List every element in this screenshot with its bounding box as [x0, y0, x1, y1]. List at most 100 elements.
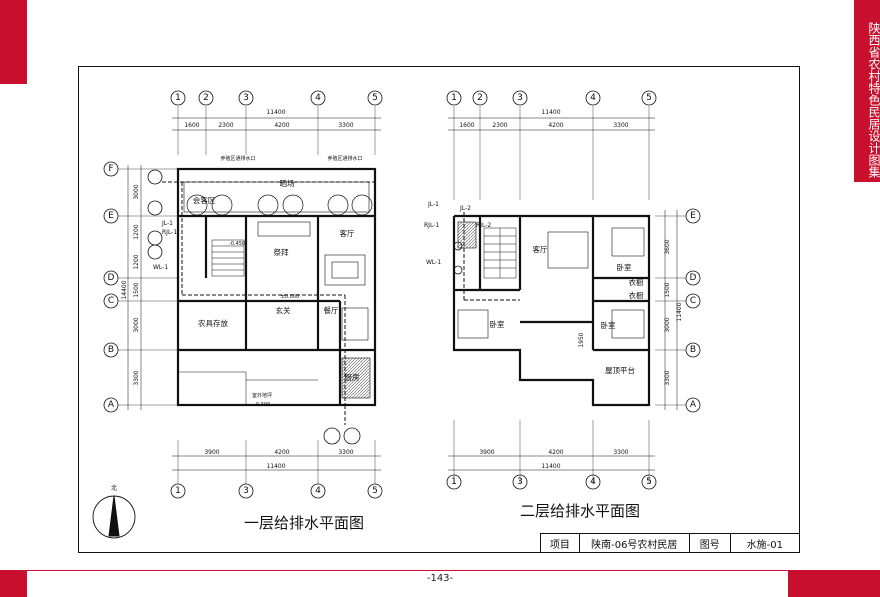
plan1-axis-top-3: 3 [243, 93, 249, 103]
plan2-dim-bottom-total: 11400 [541, 463, 560, 470]
plan2-axis-top-3: 3 [517, 93, 523, 103]
plan1-axis-left-B: B [108, 345, 114, 355]
title-block-label-project: 项目 [541, 534, 580, 553]
plan1-room-meeting: 会客区 [193, 195, 216, 205]
bottom-rule [27, 570, 788, 571]
plan2-axis-right-C: C [690, 296, 696, 306]
plan1-room-kitchen: 厨房 [345, 372, 360, 382]
plan2-axis-right-D: D [690, 273, 697, 283]
plan2-furniture [457, 221, 645, 339]
plan1-dim-bottom-2: 4200 [274, 449, 289, 456]
plan1-elev-bath: -0.450 [229, 241, 245, 247]
plan2-dim-right-4: 3300 [664, 370, 671, 385]
plan2-pipes [463, 212, 520, 301]
plan1-axis-left-A: A [108, 400, 115, 410]
plan1-pipe-wl1: WL-1 [153, 264, 168, 271]
title-block: 项目 陕南-06号农村民居 图号 水施-01 [540, 533, 800, 553]
plan2-axis-bottom-3: 3 [517, 477, 523, 487]
plan2-pipe-jl2: JL-2 [459, 205, 471, 212]
plan2-dim-top-2: 2300 [492, 122, 507, 129]
red-corner-bottom-right [788, 570, 880, 597]
plan2-axis-top-5: 5 [646, 93, 652, 103]
plan1-risers [147, 169, 361, 445]
plan2-dim-bottom-3: 3300 [613, 449, 628, 456]
plan2-pipe-jl1: JL-1 [427, 201, 439, 208]
plan1-dim-top-2: 2300 [218, 122, 233, 129]
plan1-title: 一层给排水平面图 [244, 514, 365, 532]
sidebar-title: 陕西省农村特色民居设计图集 [867, 22, 880, 178]
plan2-dim-top-4: 3300 [613, 122, 628, 129]
plan1-axis-left [103, 161, 178, 413]
plan1-axis-top [170, 90, 383, 155]
plan2-axis-right-B: B [690, 345, 696, 355]
north-label: 北 [111, 484, 117, 492]
plan1-axis-left-D: D [108, 273, 115, 283]
plan2-room-living: 客厅 [533, 244, 548, 254]
plan2-axis-right-E: E [690, 211, 696, 221]
plan1-stair [211, 239, 245, 277]
plan1-walls [176, 167, 377, 407]
plan1-furniture [257, 221, 371, 399]
plan1-axis-top-4: 4 [315, 93, 321, 103]
plan1-room-storage: 农具存放 [198, 318, 228, 328]
plan1-axis-left-F: F [108, 164, 113, 174]
plan2-dim-right-1: 3600 [664, 239, 671, 254]
plan1-dim-bottom-3: 3300 [338, 449, 353, 456]
plan2-axis-bottom-4: 4 [590, 477, 596, 487]
plan2-dim-right-total: 11400 [676, 302, 683, 321]
plan1-room-dining: 餐厅 [324, 306, 339, 315]
plan2-axis-top-1: 1 [451, 93, 457, 103]
plan2-axis-bottom-1: 1 [451, 477, 457, 487]
plan1-dim-bottom-total: 11400 [266, 463, 285, 470]
plan2-axis-right-A: A [690, 400, 697, 410]
title-block-project: 陕南-06号农村民居 [580, 534, 690, 553]
plan1-dim-total: 11400 [266, 109, 285, 116]
plan2-title: 二层给排水平面图 [520, 502, 641, 520]
plan2-pipe-wl1: WL-1 [426, 259, 441, 266]
plan1-axis-top-2: 2 [203, 93, 209, 103]
plan2-dim-bottom-2: 4200 [548, 449, 563, 456]
plan2-dim-right-3: 3000 [664, 317, 671, 332]
plan2-room-closet-a: 衣橱 [629, 277, 644, 287]
plan1-axis-bottom [170, 440, 383, 499]
plan1-axis-top-5: 5 [372, 93, 378, 103]
title-block-label-drawing: 图号 [690, 534, 731, 553]
plan2-dim-total: 11400 [541, 109, 560, 116]
plan1-axis-bottom-1: 1 [175, 486, 181, 496]
red-corner-bottom-left [0, 570, 27, 597]
plan1-room-ritual: 祭拜 [274, 247, 289, 257]
plan2-walls [452, 214, 651, 407]
plan1-outdoor-elev: -0.300 [254, 402, 270, 408]
title-block-drawing-no: 水施-01 [731, 534, 800, 553]
plan2-room-terrace: 屋顶平台 [605, 365, 635, 375]
drawing-frame [78, 66, 800, 553]
plan2-room-closet-b: 衣橱 [629, 290, 644, 300]
plan1-dim-top-4: 3300 [338, 122, 353, 129]
plan1-elev-hall: ±0.000 [281, 294, 300, 300]
plan2-note-dim: 1950 [578, 332, 585, 347]
plan1-axis-top-1: 1 [175, 93, 181, 103]
sidebar-band: 陕西省农村特色民居设计图集 [854, 0, 880, 182]
plan1 [103, 90, 383, 499]
plan1-pipe-jl1: JL-1 [161, 220, 173, 227]
plan1-room-courtyard: 晒场 [280, 179, 295, 188]
plan1-axis-bottom-3: 3 [243, 486, 249, 496]
plan2-axis-bottom-5: 5 [646, 477, 652, 487]
plan2-risers [453, 241, 463, 275]
plan1-room-living: 客厅 [340, 228, 355, 238]
plan2-dim-bottom-1: 3900 [479, 449, 494, 456]
plan1-dim-left-1: 3000 [133, 184, 140, 199]
plan2-axis-top [446, 90, 657, 200]
plan1-dim-top-3: 4200 [274, 122, 289, 129]
plan1-room-entry: 玄关 [276, 305, 291, 315]
plan2-dim-right-2: 1500 [664, 282, 671, 297]
plan1-axis-left-E: E [108, 211, 114, 221]
plan1-axis-bottom-5: 5 [372, 486, 378, 496]
plan1-axis-left-C: C [108, 296, 114, 306]
plan2-axis-bottom [446, 420, 657, 490]
plan2-dim-top-3: 4200 [548, 122, 563, 129]
plan2-axis-top-4: 4 [590, 93, 596, 103]
plan2-room-bedroom-c: 卧室 [601, 320, 616, 330]
plan1-note-drain-b: 养殖区通排水口 [327, 155, 362, 162]
